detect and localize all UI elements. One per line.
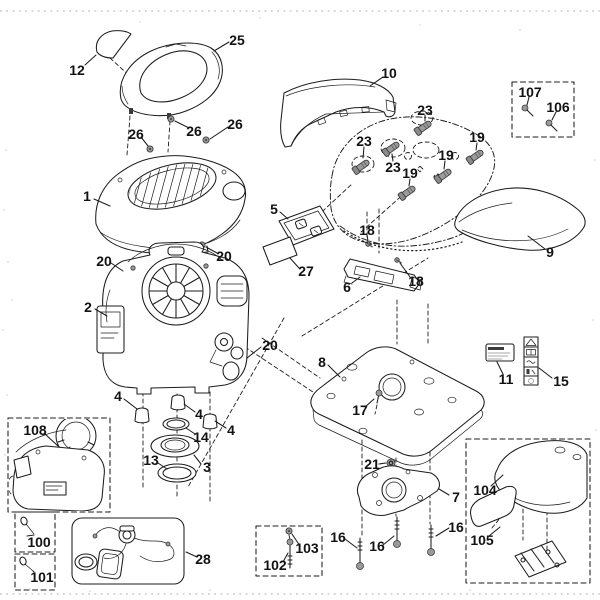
part-15-warning-strip [523,336,539,386]
part-27-label [262,236,298,266]
inset-28-fuel-system [71,517,185,585]
part-5-control-panel [278,205,335,246]
part-25-top-cover [119,42,223,119]
inset-101 [14,553,56,591]
leader-lines [26,41,557,573]
part-9-cover [454,187,586,251]
inset-104-105 [465,438,591,584]
screws-26 [146,115,210,153]
part-7-gasket [356,465,440,516]
part-6-bracket [343,258,423,292]
scan-noise [0,10,600,595]
pins-19 [396,147,486,202]
inset-100 [14,511,56,553]
bolts-16 [356,516,435,570]
part-10-cover [280,78,397,148]
part-12-deflector [95,30,132,59]
part-2-engine [96,241,250,395]
inset-106-107 [511,81,575,138]
inset-102-103 [255,525,323,577]
part-11-label [485,343,515,362]
screw-17 [374,389,383,415]
inset-108 [7,417,111,513]
part-8-baseplate [310,346,485,466]
part-3-grommet [150,434,200,458]
part-14-ring [162,417,190,431]
part-13-ring [157,463,197,483]
parts-4-bushings [134,394,218,430]
